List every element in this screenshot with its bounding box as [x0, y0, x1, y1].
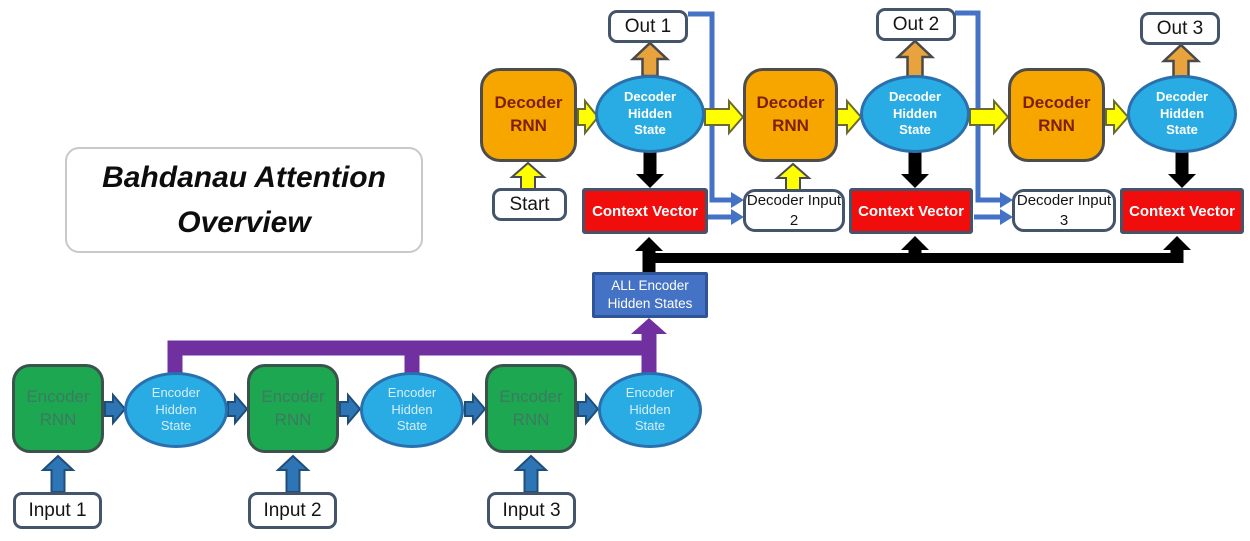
decoder-rnn-box-2: Decoder RNN — [743, 68, 838, 162]
encoder-rnn-box-2: Encoder RNN — [247, 364, 339, 453]
encoder-hidden-state-ellipse-3: Encoder Hidden State — [598, 372, 702, 448]
context-vector-box-2: Context Vector — [849, 188, 973, 234]
hidden1-to-out1-arrow — [629, 41, 671, 78]
hidden1-to-context1-arrow — [636, 152, 664, 188]
decoder-hidden-state-ellipse-3: Decoder Hidden State — [1127, 75, 1237, 153]
out-box-3: Out 3 — [1140, 12, 1220, 45]
start-to-decoder-arrow — [509, 161, 547, 190]
context-vector-box-1: Context Vector — [582, 188, 708, 234]
hidden3-to-context3-arrow — [1168, 152, 1196, 188]
hidden2-to-out2-arrow — [894, 39, 936, 79]
decoder-rnn-box-1: Decoder RNN — [480, 68, 577, 162]
start-box: Start — [492, 188, 567, 221]
encoder-hidden-state-ellipse-2: Encoder Hidden State — [360, 372, 464, 448]
context2-to-decoder-input3-arrow — [974, 209, 1013, 225]
decoder-hidden-state-ellipse-2: Decoder Hidden State — [860, 75, 970, 153]
input-box-3: Input 3 — [487, 492, 576, 529]
decoder-rnn-box-3: Decoder RNN — [1008, 68, 1105, 162]
hidden2-to-context2-arrow — [901, 152, 929, 188]
input-box-1: Input 1 — [13, 492, 102, 529]
decoder-flow-arrow-1 — [577, 98, 600, 136]
context1-to-decoder-input2-arrow — [708, 209, 744, 225]
input2-to-encoder-arrow — [275, 454, 311, 493]
encoder-flow-arrow-4 — [464, 392, 487, 426]
decoder-input-box-2: Decoder Input 2 — [743, 189, 845, 232]
hidden3-to-out3-arrow — [1160, 43, 1202, 79]
diagram-title: Bahdanau Attention Overview — [65, 147, 423, 253]
encoder-states-to-attention-connector — [167, 318, 667, 374]
decoder-flow-arrow-2 — [704, 98, 745, 136]
out2-to-decoder-input3-connector — [955, 10, 1013, 208]
decoder-flow-arrow-3 — [836, 98, 863, 136]
out-box-1: Out 1 — [608, 10, 688, 43]
encoder-hidden-state-ellipse-1: Encoder Hidden State — [124, 372, 228, 448]
all-encoder-hidden-states-box: ALL Encoder Hidden States — [592, 272, 708, 318]
encoder-rnn-box-1: Encoder RNN — [12, 364, 104, 453]
input-box-2: Input 2 — [248, 492, 337, 529]
decoder-input-box-3: Decoder Input 3 — [1012, 189, 1116, 232]
decoder-hidden-state-ellipse-1: Decoder Hidden State — [595, 75, 705, 153]
decoder-input2-to-decoder-arrow — [774, 162, 812, 191]
encoder-flow-arrow-3 — [339, 392, 362, 426]
encoder-flow-arrow-1 — [104, 392, 127, 426]
decoder-flow-arrow-4 — [969, 98, 1010, 136]
out-box-2: Out 2 — [876, 8, 956, 41]
context-vector-box-3: Context Vector — [1120, 188, 1244, 234]
decoder-flow-arrow-5 — [1105, 98, 1130, 136]
attention-to-context-connector — [635, 236, 1191, 272]
out1-to-decoder-input2-connector — [688, 11, 744, 208]
input1-to-encoder-arrow — [40, 454, 76, 493]
encoder-rnn-box-3: Encoder RNN — [485, 364, 577, 453]
encoder-flow-arrow-2 — [227, 392, 249, 426]
encoder-flow-arrow-5 — [577, 392, 600, 426]
input3-to-encoder-arrow — [513, 454, 549, 493]
